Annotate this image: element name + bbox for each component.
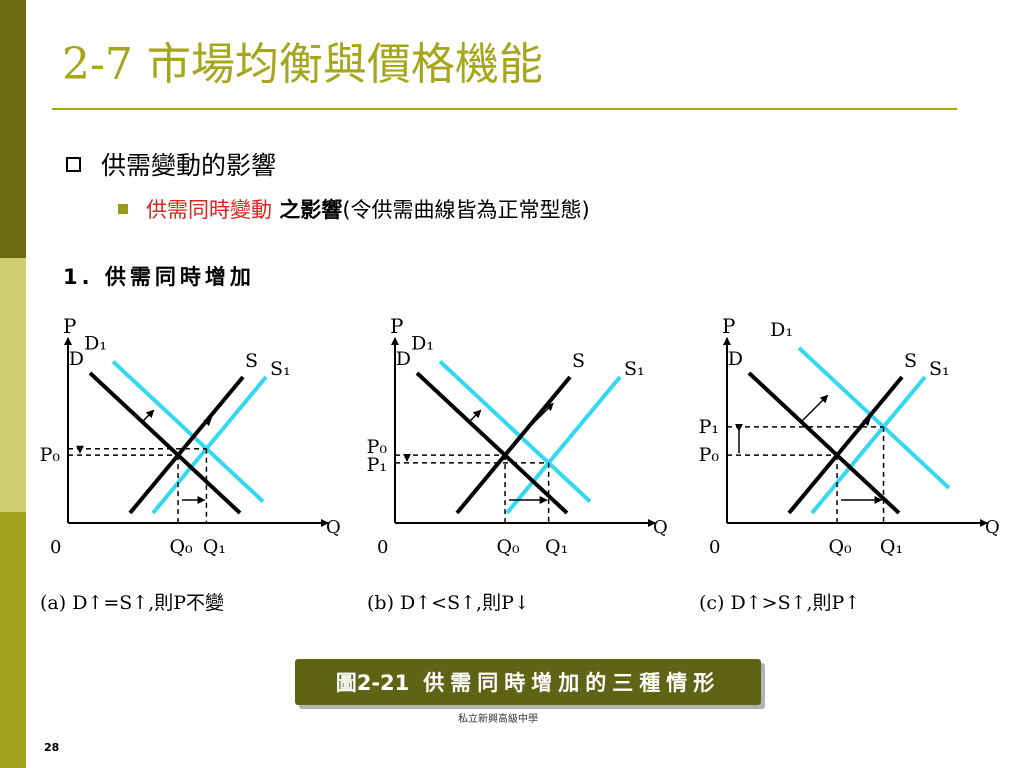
panel-caption: (b) D↑<S↑,則P↓	[367, 592, 530, 614]
quantity-label-Q1: Q₁	[880, 536, 903, 558]
demand-curve-D1	[438, 360, 592, 503]
sidebar-decoration	[0, 0, 26, 768]
origin-label: 0	[377, 537, 388, 558]
quantity-label-Q1: Q₁	[203, 536, 226, 558]
sidebar-segment-middle	[0, 258, 26, 512]
curve-label-S1: S₁	[270, 358, 291, 380]
sub-heading: 1. 供需同時增加	[63, 265, 255, 289]
demand-curve-D1	[797, 346, 951, 490]
demand-shift-arrow	[467, 409, 482, 424]
curve-label-D: D	[69, 348, 84, 370]
curve-label-D1: D₁	[770, 319, 793, 341]
origin-label: 0	[50, 537, 61, 558]
supply-curve-S1	[151, 375, 268, 515]
slide-title: 2-7 市場均衡與價格機能	[62, 39, 543, 90]
bullet-rest-text: (令供需曲線皆為正常型態)	[342, 198, 590, 222]
demand-curve-D1	[111, 360, 265, 503]
panel-caption: (a) D↑=S↑,則P不變	[40, 592, 224, 614]
supply-curve-S	[455, 375, 572, 515]
price-axis-label: P	[390, 314, 403, 338]
quantity-axis-label: Q	[985, 517, 1000, 538]
curve-label-S1: S₁	[624, 358, 645, 380]
supply-curve-S	[787, 375, 904, 515]
curve-label-D1: D₁	[411, 333, 434, 355]
quantity-label-Q1: Q₁	[545, 536, 568, 558]
origin-label: 0	[709, 537, 720, 558]
sidebar-segment-top	[0, 0, 26, 258]
supply-shift-arrow	[524, 402, 554, 432]
curve-label-S: S	[245, 350, 258, 372]
panel-a: P Q 0 DD₁ S S₁ P₀ Q₀ Q₁ (a) D↑=S↑,則P不變	[40, 314, 341, 614]
bullet-level1-text: 供需變動的影響	[101, 151, 277, 180]
supply-shift-arrow	[197, 417, 212, 432]
supply-curve-S1	[810, 375, 927, 515]
bullet-level1: 供需變動的影響	[66, 146, 276, 182]
bullet-level2: 供需同時變動 之影響(令供需曲線皆為正常型態)	[118, 194, 590, 224]
bullet-bold-text: 之影響	[272, 198, 343, 222]
quantity-label-Q0: Q₀	[496, 536, 520, 558]
quantity-axis-label: Q	[653, 517, 668, 538]
curve-label-S: S	[904, 350, 917, 372]
demand-curve-D	[88, 371, 242, 515]
demand-shift-arrow	[799, 394, 829, 424]
filled-square-bullet-icon	[118, 204, 128, 214]
quantity-axis-label: Q	[326, 517, 341, 538]
price-axis-label: P	[722, 314, 735, 338]
figure-caption: 圖2-21 供需同時增加的三種情形	[295, 659, 761, 705]
bullet-level2-text: 供需同時變動 之影響(令供需曲線皆為正常型態)	[146, 194, 590, 224]
supply-shift-arrow	[856, 417, 871, 432]
hollow-square-bullet-icon	[66, 156, 81, 172]
footer-school-name: 私立新興高級中學	[458, 714, 538, 725]
demand-curve-D	[747, 371, 901, 515]
panel-caption: (c) D↑>S↑,則P↑	[699, 592, 860, 614]
supply-curve-S1	[505, 375, 622, 515]
curve-label-S: S	[572, 350, 585, 372]
supply-curve-S	[128, 375, 245, 515]
price-label-P1: P₁	[699, 416, 719, 438]
demand-shift-arrow	[140, 409, 155, 424]
price-label-P0: P₀	[699, 444, 720, 466]
curve-label-S1: S₁	[929, 358, 950, 380]
figure-number: 圖2-21	[335, 671, 410, 695]
curve-label-D1: D₁	[84, 333, 107, 355]
sidebar-segment-bottom	[0, 512, 26, 768]
figure-title: 供需同時增加的三種情形	[423, 671, 721, 695]
quantity-label-Q0: Q₀	[169, 536, 193, 558]
slide-number: 28	[44, 741, 60, 754]
curve-label-D: D	[396, 348, 411, 370]
panel-c: P Q 0 D D₁ S S₁ P₀ P₁ Q₀ Q₁ (c) D↑>S↑,則P↑	[699, 314, 1000, 614]
bullet-highlight-text: 供需同時變動	[146, 198, 272, 222]
price-label-P0: P₀	[40, 444, 61, 466]
quantity-label-Q0: Q₀	[828, 536, 852, 558]
price-label-P1: P₁	[367, 454, 387, 476]
demand-curve-D	[415, 371, 569, 515]
price-label-P0: P₀	[367, 436, 388, 458]
title-underline	[52, 108, 957, 110]
curve-label-D: D	[728, 348, 743, 370]
price-axis-label: P	[63, 314, 76, 338]
